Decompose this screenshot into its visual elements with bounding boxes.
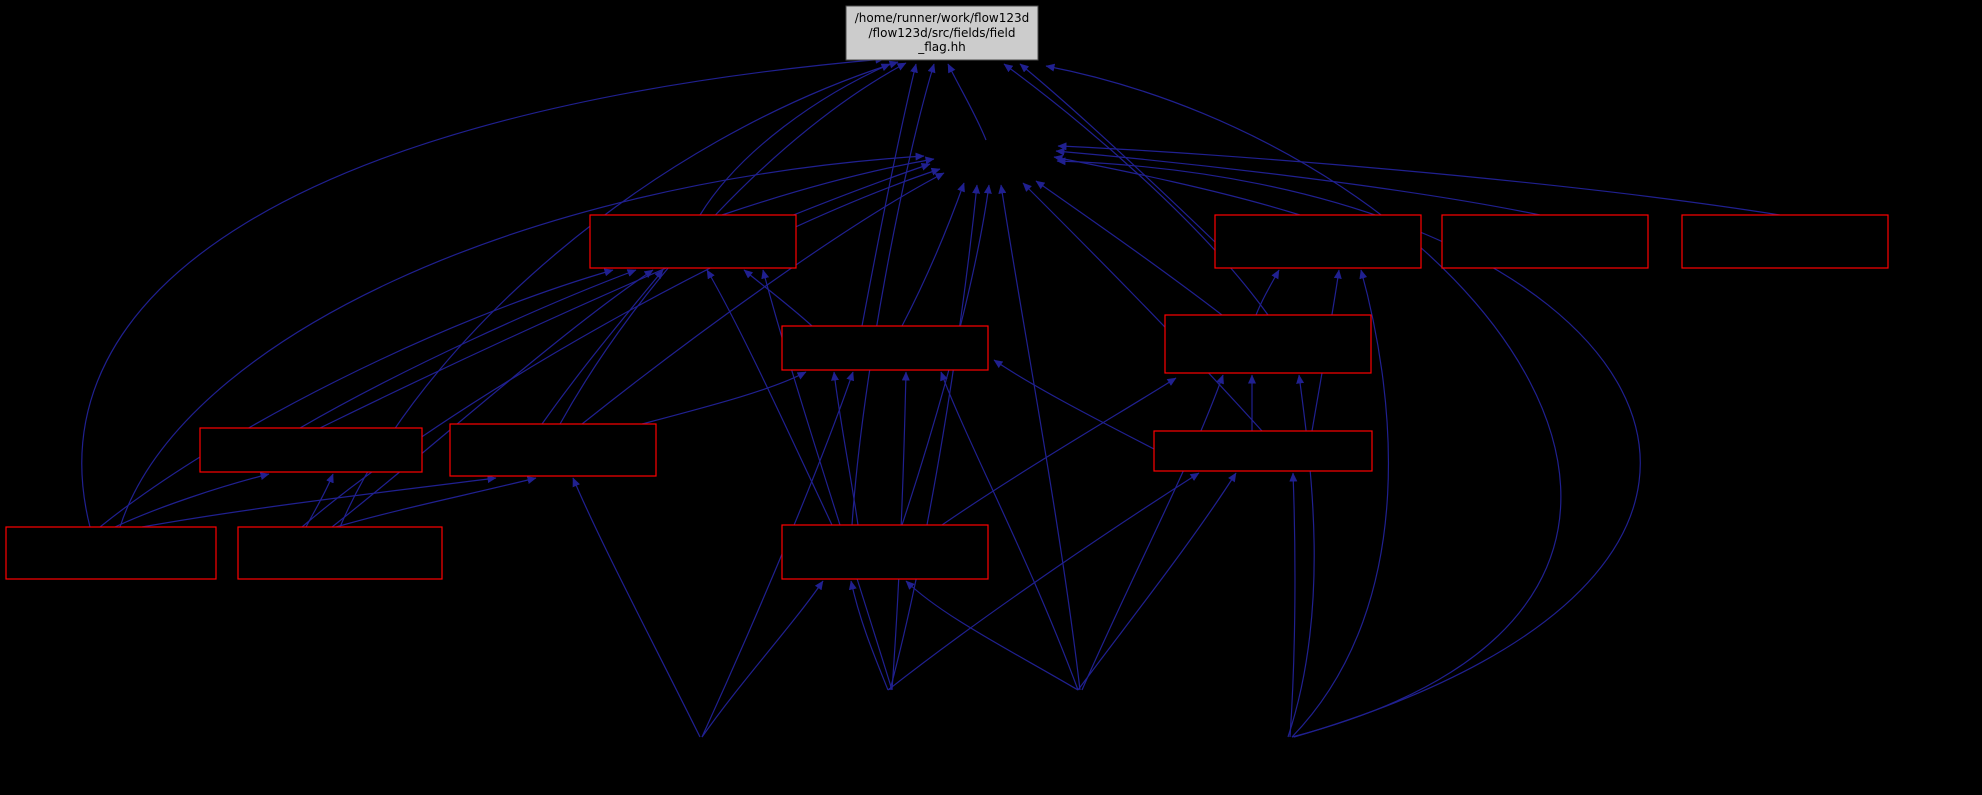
file-node-4[interactable] — [1681, 214, 1889, 269]
file-node-1[interactable] — [589, 214, 797, 269]
include-edge — [941, 377, 1177, 526]
include-edge — [721, 156, 935, 216]
nodes-layer — [5, 214, 1889, 580]
include-edge — [541, 269, 664, 425]
include-edge — [1289, 472, 1298, 738]
include-edge — [889, 184, 981, 691]
include-edge — [761, 269, 893, 691]
current-file-node-box — [845, 5, 1039, 61]
include-edge — [99, 268, 614, 528]
include-edge — [641, 371, 807, 425]
file-node-9[interactable] — [1153, 430, 1373, 472]
file-node-12[interactable] — [781, 524, 989, 580]
include-edge — [141, 475, 497, 528]
include-edge — [114, 472, 270, 528]
include-edge — [940, 371, 1079, 691]
include-edge — [1291, 269, 1390, 738]
file-node-11[interactable] — [237, 526, 443, 580]
include-edge — [1022, 182, 1263, 432]
include-edge — [901, 182, 965, 327]
include-edge — [993, 359, 1155, 450]
include-edge — [947, 63, 987, 141]
file-node-10[interactable] — [5, 526, 217, 580]
include-edge — [81, 55, 885, 528]
include-edge — [905, 580, 1079, 691]
include-edge — [1056, 157, 1641, 738]
include-edge — [706, 269, 833, 526]
include-edge — [319, 162, 931, 429]
include-edge — [861, 63, 918, 327]
file-node-5[interactable] — [781, 325, 989, 371]
file-node-2[interactable] — [1214, 214, 1422, 269]
include-edge — [335, 476, 537, 528]
current-file-node: /home/runner/work/flow123d /flow123d/src… — [845, 5, 1039, 61]
edges-layer — [81, 55, 1781, 738]
include-edge — [1035, 180, 1223, 316]
include-edge — [1287, 374, 1315, 738]
include-edge — [1003, 63, 1269, 316]
include-edge — [299, 269, 637, 429]
include-edge — [851, 63, 936, 526]
include-edge — [1045, 63, 1562, 738]
include-edge — [831, 371, 859, 526]
current-file-path-line-3: _flag.hh — [917, 40, 966, 54]
current-file-path-line-1: /home/runner/work/flow123d — [855, 11, 1030, 25]
include-edge — [119, 152, 925, 528]
file-node-7[interactable] — [199, 427, 423, 473]
file-node-3[interactable] — [1441, 214, 1649, 269]
include-edge — [891, 371, 910, 691]
include-edge — [1019, 63, 1216, 243]
include-edge — [848, 580, 889, 691]
include-edge — [701, 580, 824, 738]
file-node-8[interactable] — [449, 423, 657, 477]
include-edge — [887, 472, 1200, 691]
include-edge — [1255, 269, 1280, 316]
include-edge — [1077, 472, 1237, 691]
include-edge — [699, 63, 891, 216]
file-node-6[interactable] — [1164, 314, 1372, 374]
include-edge — [1057, 142, 1781, 216]
include-edge — [1081, 374, 1224, 691]
include-edge — [1055, 147, 1541, 216]
include-edge — [581, 172, 945, 425]
include-edge — [743, 269, 813, 327]
current-file-path-line-2: /flow123d/src/fields/field — [869, 26, 1016, 40]
include-edge — [998, 184, 1081, 691]
include-edge — [572, 477, 701, 738]
